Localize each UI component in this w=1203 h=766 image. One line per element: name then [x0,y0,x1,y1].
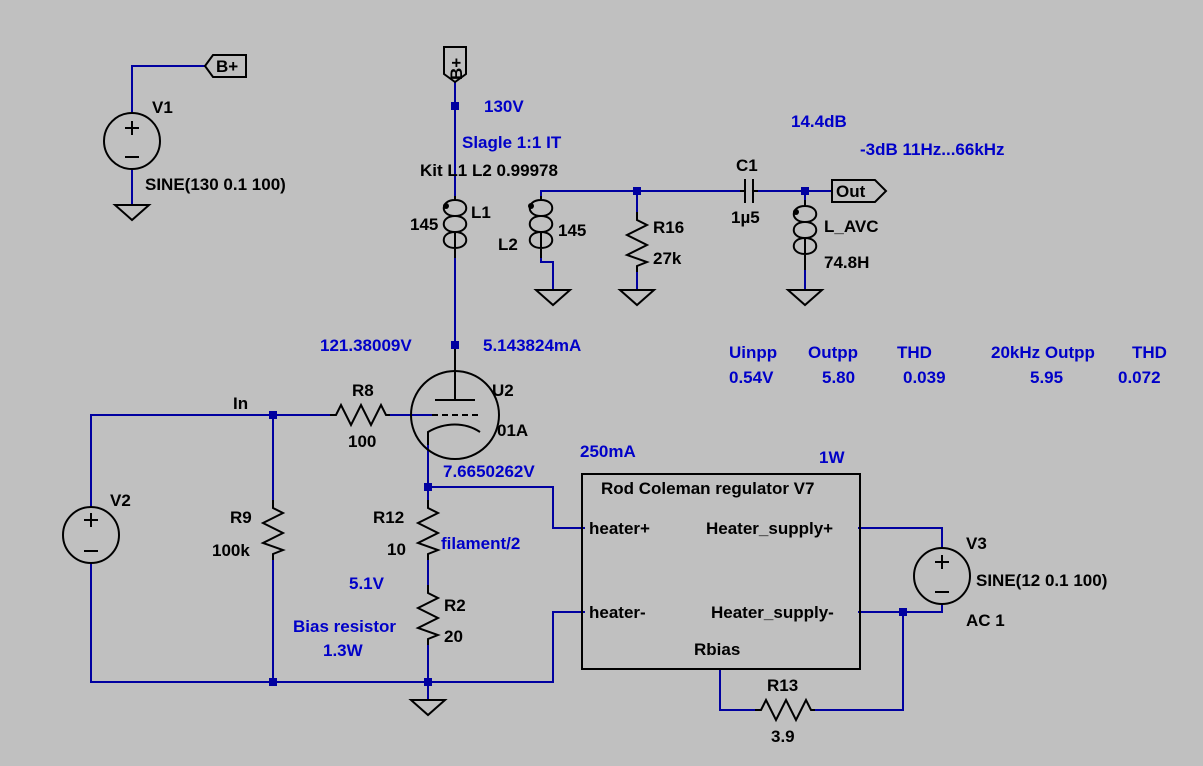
svg-text:145: 145 [410,215,438,234]
svg-text:250mA: 250mA [580,442,636,461]
flag-label: B+ [447,58,466,80]
junctions [269,102,907,686]
svg-text:Rod Coleman regulator V7: Rod Coleman regulator V7 [601,479,814,498]
v1-source: V1 SINE(130 0.1 100) [103,98,286,194]
flag-bplus-v1: B+ [203,54,247,78]
svg-text:SINE(130 0.1 100): SINE(130 0.1 100) [145,175,286,194]
flag-label: Out [836,182,866,201]
svg-text:100k: 100k [212,541,250,560]
table-cell: 0.072 [1118,368,1161,387]
resistor-r8: R8 100 [330,381,390,451]
coupling-label: Kit L1 L2 0.99978 [420,161,558,180]
svg-text:heater-: heater- [589,603,646,622]
svg-text:filament/2: filament/2 [441,534,520,553]
svg-text:V1: V1 [152,98,173,117]
svg-text:Heater_supply-: Heater_supply- [711,603,834,622]
v3-source: V3 SINE(12 0.1 100) AC 1 [913,534,1107,630]
svg-text:-3dB 11Hz...66kHz: -3dB 11Hz...66kHz [860,140,1005,159]
annotations: 130V Slagle 1:1 IT 14.4dB -3dB 11Hz...66… [293,97,1005,660]
svg-text:1.3W: 1.3W [323,641,364,660]
table-header: THD [1132,343,1167,362]
svg-text:R2: R2 [444,596,466,615]
resistor-r2: R2 20 [415,585,466,646]
svg-text:145: 145 [558,221,586,240]
svg-text:R13: R13 [767,676,798,695]
svg-text:20: 20 [444,627,463,646]
svg-text:14.4dB: 14.4dB [791,112,847,131]
table-header: Outpp [808,343,858,362]
svg-text:AC 1: AC 1 [966,611,1005,630]
svg-text:121.38009V: 121.38009V [320,336,412,355]
svg-text:R12: R12 [373,508,404,527]
svg-text:Slagle 1:1 IT: Slagle 1:1 IT [462,133,562,152]
svg-text:01A: 01A [497,421,528,440]
svg-text:L_AVC: L_AVC [824,217,878,236]
svg-text:C1: C1 [736,156,758,175]
table-header: 20kHz Outpp [991,343,1095,362]
inductor-l2: L2 145 [498,196,586,258]
regulator-block: Rod Coleman regulator V7 heater+ heater-… [581,473,861,670]
svg-text:3.9: 3.9 [771,727,795,746]
flag-out: Out [831,179,888,203]
flag-label: B+ [216,57,238,76]
inductor-l-avc: L_AVC 74.8H [792,200,878,272]
table-cell: 5.95 [1030,368,1063,387]
wires [90,65,943,711]
inductor-l1: L1 145 [410,196,491,258]
svg-text:100: 100 [348,432,376,451]
svg-text:V2: V2 [110,491,131,510]
svg-text:1µ5: 1µ5 [731,208,760,227]
resistor-r9: R9 100k [212,500,286,560]
resistor-r16: R16 27k [624,212,684,272]
flag-bplus-top: B+ [443,46,467,84]
svg-text:27k: 27k [653,249,682,268]
svg-text:Heater_supply+: Heater_supply+ [706,519,833,538]
v2-source: V2 [62,491,131,564]
resistor-r13: R13 3.9 [755,676,815,746]
table-header: Uinpp [729,343,777,362]
table-cell: 5.80 [822,368,855,387]
svg-text:74.8H: 74.8H [824,253,869,272]
table-header: THD [897,343,932,362]
svg-text:V3: V3 [966,534,987,553]
svg-text:L2: L2 [498,235,518,254]
svg-text:R16: R16 [653,218,684,237]
ground-icon [112,204,152,222]
svg-text:5.1V: 5.1V [349,574,385,593]
capacitor-c1: C1 1µ5 [731,156,760,227]
svg-text:10: 10 [387,540,406,559]
svg-text:heater+: heater+ [589,519,650,538]
net-label-in: In [233,394,248,413]
svg-text:7.6650262V: 7.6650262V [443,462,535,481]
svg-text:5.143824mA: 5.143824mA [483,336,581,355]
measurement-table: Uinpp Outpp THD 20kHz Outpp THD 0.54V 5.… [729,343,1167,387]
table-cell: 0.039 [903,368,946,387]
svg-text:Rbias: Rbias [694,640,740,659]
table-cell: 0.54V [729,368,774,387]
svg-text:SINE(12 0.1 100): SINE(12 0.1 100) [976,571,1107,590]
ground-icon [533,289,573,307]
svg-text:L1: L1 [471,203,491,222]
svg-text:Bias resistor: Bias resistor [293,617,396,636]
ground-symbols [112,204,825,717]
ground-icon [408,699,448,717]
resistor-r12: R12 10 [373,500,441,560]
ground-icon [617,289,657,307]
svg-text:R8: R8 [352,381,374,400]
svg-text:1W: 1W [819,448,845,467]
triode-u2: U2 01A [410,349,528,460]
svg-text:R9: R9 [230,508,252,527]
ground-icon [785,289,825,307]
svg-text:U2: U2 [492,381,514,400]
svg-text:130V: 130V [484,97,524,116]
